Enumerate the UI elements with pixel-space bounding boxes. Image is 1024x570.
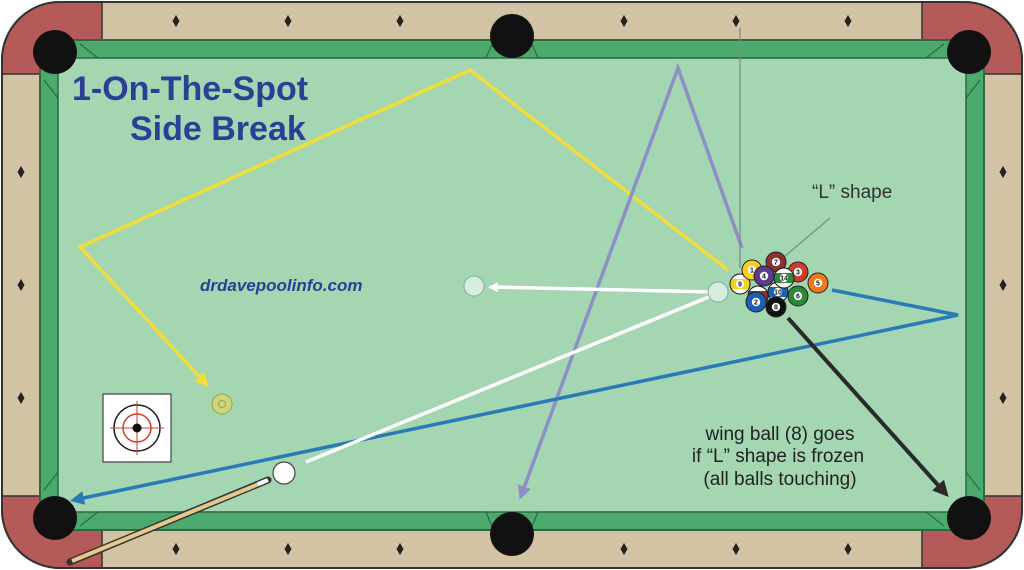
ball-number: 7 — [774, 260, 778, 267]
cue-ball-final-position — [463, 275, 485, 297]
ball-rack: 911574310562814 — [729, 251, 829, 318]
ball-8: 8 — [765, 296, 787, 318]
ball-number: 5 — [816, 281, 820, 288]
ball-number: 8 — [774, 305, 778, 312]
pocket-icon — [490, 512, 534, 556]
ball-number: 3 — [796, 270, 800, 277]
pockets — [33, 14, 991, 556]
diamond-marker-icon — [620, 15, 628, 27]
blue-ball-path — [70, 288, 959, 505]
pocket-icon — [33, 30, 77, 74]
yellow-ball-final-position — [211, 393, 233, 415]
ball-9: 9 — [729, 273, 751, 295]
ball-number: 10 — [774, 290, 782, 297]
ball-number: 6 — [796, 294, 800, 301]
cue-ball-contact-position — [707, 281, 729, 303]
diamond-marker-icon — [844, 15, 852, 27]
wing-ball-note-line3: (all balls touching) — [703, 469, 856, 490]
diamond-marker-icon — [999, 392, 1007, 404]
website-label: drdavepoolinfo.com — [200, 276, 362, 295]
diamond-marker-icon — [396, 15, 404, 27]
pocket-icon — [490, 14, 534, 58]
ball-number: 14 — [780, 276, 788, 283]
ball-5: 5 — [807, 272, 829, 294]
wing-ball-path — [786, 316, 949, 497]
wing-ball-note-line1: wing ball (8) goes — [705, 424, 855, 445]
cue-stick-icon — [66, 476, 272, 566]
diagram-title-line2: Side Break — [130, 110, 306, 148]
diamond-markers — [17, 15, 1007, 555]
diamond-marker-icon — [999, 279, 1007, 291]
diamond-marker-icon — [172, 15, 180, 27]
pocket-icon — [33, 496, 77, 540]
diamond-marker-icon — [999, 166, 1007, 178]
diamond-marker-icon — [396, 543, 404, 555]
diamond-marker-icon — [17, 279, 25, 291]
diamond-marker-icon — [172, 543, 180, 555]
ball-2: 2 — [745, 291, 767, 313]
diamond-marker-icon — [17, 392, 25, 404]
ball-14: 14 — [773, 267, 795, 289]
cue-ball-deflection-path — [488, 282, 715, 294]
wing-ball-note-line2: if “L” shape is frozen — [692, 446, 864, 467]
pocket-icon — [947, 30, 991, 74]
cue-ball-path — [305, 292, 717, 464]
ball-number: 2 — [754, 300, 758, 307]
ball-6: 6 — [787, 285, 809, 307]
diamond-marker-icon — [17, 166, 25, 178]
ball-number: 9 — [738, 282, 742, 289]
l-shape-label: “L” shape — [812, 182, 892, 203]
cue-ball — [272, 461, 296, 485]
target-icon — [102, 393, 172, 463]
diamond-marker-icon — [284, 15, 292, 27]
pocket-icon — [947, 496, 991, 540]
ball-number: 1 — [750, 268, 754, 275]
ball-number: 4 — [762, 274, 766, 281]
yellow-ball-path — [77, 67, 730, 387]
yellow-ball-final-position-core — [218, 400, 226, 408]
diamond-marker-icon — [844, 543, 852, 555]
diamond-marker-icon — [284, 543, 292, 555]
diagram-title-line1: 1-On-The-Spot — [72, 70, 308, 108]
diamond-marker-icon — [620, 543, 628, 555]
l-shape-pointer-line — [777, 217, 831, 263]
diamond-marker-icon — [732, 543, 740, 555]
diamond-marker-icon — [732, 15, 740, 27]
ball-4: 4 — [753, 265, 775, 287]
